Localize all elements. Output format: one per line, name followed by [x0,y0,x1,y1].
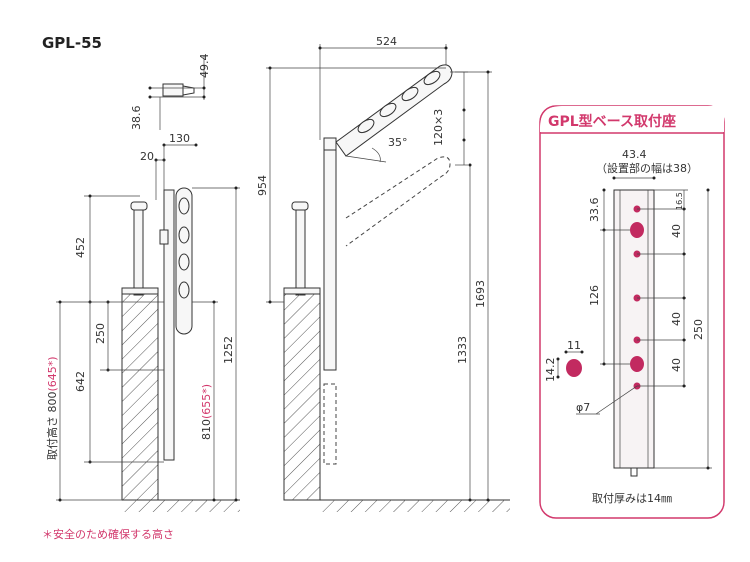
dim-20: 20 [140,150,154,163]
dim-800-note: (645*) [46,356,59,391]
base-panel-title: GPL型ベース取付座 [548,113,676,130]
dim-38-6: 38.6 [130,106,143,131]
base-thickness: 取付厚みは14㎜ [592,492,672,505]
dim-33-6: 33.6 [588,198,601,223]
dim-phi-7: φ7 [576,401,590,414]
dim-40-c: 40 [670,358,683,372]
dim-800-group: 取付高さ 800(645*) [45,356,59,460]
angle-35: 35° [388,136,408,149]
dim-40-a: 40 [670,224,683,238]
base-mount-panel: GPL型ベース取付座 43.4 （設置部の幅は38） 33.6 126 [539,105,725,519]
dim-1333: 1333 [456,336,469,364]
wall-section-left [121,289,159,501]
model-title: GPL-55 [42,34,102,52]
dim-11: 11 [567,339,581,352]
dim-452: 452 [74,237,87,258]
base-width: 43.4 [622,148,647,161]
dim-954: 954 [256,175,269,196]
dim-40-b: 40 [670,312,683,326]
dim-810-note: (655*) [200,384,213,419]
dim-49-4: 49.4 [198,54,211,79]
wall-section-right [283,289,321,501]
dim-base-250: 250 [692,319,705,340]
base-width-note: （設置部の幅は38） [596,161,698,175]
dim-1693: 1693 [474,280,487,308]
right-view: 524 35° 120×3 954 [256,35,510,512]
dim-810: 810 [200,419,213,440]
dim-1252: 1252 [222,336,235,364]
dim-642: 642 [74,371,87,392]
dim-800-label: 取付高さ 800 [45,392,59,461]
safety-footnote: ＊安全のため確保する高さ [42,528,174,541]
dim-16-5: 16.5 [675,192,684,210]
small-bracket-detail [148,56,206,130]
dim-120x3: 120×3 [432,109,445,146]
dim-126: 126 [588,285,601,306]
dim-250: 250 [94,323,107,344]
dim-14-2: 14.2 [544,358,557,383]
dim-524: 524 [376,35,397,48]
dim-810-group: 810(655*) [200,384,213,440]
left-view: 49.4 38.6 130 20 452 [45,54,240,512]
dim-130: 130 [169,132,190,145]
